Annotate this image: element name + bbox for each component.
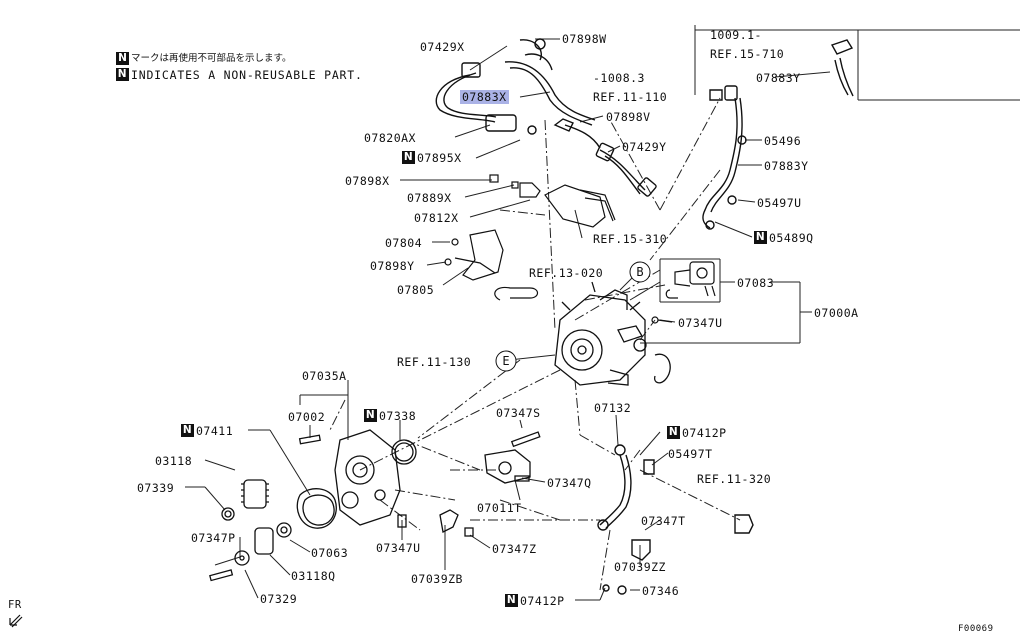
- part-label-07883x[interactable]: 07883X: [460, 90, 509, 104]
- part-label-07895x-text: 07895X: [417, 151, 462, 165]
- part-label-07000a[interactable]: 07000A: [814, 306, 859, 320]
- front-direction-label: FR: [8, 599, 22, 611]
- ref-range-label-2: 1009.1-: [710, 28, 762, 42]
- non-reusable-icon: N: [754, 231, 767, 244]
- part-label-07429y[interactable]: 07429Y: [622, 140, 667, 154]
- part-label-07347u-bottom[interactable]: 07347U: [376, 541, 421, 555]
- ref-range-label: -1008.3: [593, 71, 645, 85]
- part-label-07132[interactable]: 07132: [594, 401, 632, 415]
- part-label-07011t[interactable]: 07011T: [477, 501, 522, 515]
- note-japanese-text: マークは再使用不可部品を示します。: [131, 53, 292, 64]
- circle-marker-b-label: B: [636, 265, 643, 279]
- note-english-text: INDICATES A NON-REUSABLE PART.: [131, 68, 363, 82]
- part-label-07805[interactable]: 07805: [397, 283, 435, 297]
- part-label-07898y[interactable]: 07898Y: [370, 259, 415, 273]
- ref-label-11-110[interactable]: REF.11-110: [593, 90, 668, 104]
- part-label-07347u-right[interactable]: 07347U: [678, 316, 723, 330]
- part-label-07812x[interactable]: 07812X: [414, 211, 459, 225]
- part-label-07002[interactable]: 07002: [288, 410, 326, 424]
- non-reusable-icon: N: [181, 424, 194, 437]
- part-label-03118q[interactable]: 03118Q: [291, 569, 336, 583]
- non-reusable-icon: N: [402, 151, 415, 164]
- part-label-07883y[interactable]: 07883Y: [764, 159, 809, 173]
- circle-marker-e-label: E: [502, 354, 509, 368]
- part-label-07039zz[interactable]: 07039ZZ: [614, 560, 666, 574]
- ref-label-15-710[interactable]: REF.15-710: [710, 47, 785, 61]
- part-label-07883y-top[interactable]: 07883Y: [756, 71, 801, 85]
- part-label-07039zb[interactable]: 07039ZB: [411, 572, 463, 586]
- part-label-07889x[interactable]: 07889X: [407, 191, 452, 205]
- part-label-07412p-bottom-text: 07412P: [520, 594, 565, 608]
- part-label-07898x[interactable]: 07898X: [345, 174, 390, 188]
- part-label-07035a[interactable]: 07035A: [302, 369, 347, 383]
- part-label-07898w[interactable]: 07898W: [562, 32, 607, 46]
- part-label-07347q[interactable]: 07347Q: [547, 476, 592, 490]
- part-label-07804[interactable]: 07804: [385, 236, 423, 250]
- part-label-03118[interactable]: 03118: [155, 454, 193, 468]
- ref-label-13-020[interactable]: REF.13-020: [529, 266, 604, 280]
- part-label-07063[interactable]: 07063: [311, 546, 349, 560]
- non-reusable-icon: N: [116, 52, 129, 65]
- part-label-05497u[interactable]: 05497U: [757, 196, 802, 210]
- non-reusable-icon: N: [505, 594, 518, 607]
- ref-label-11-130[interactable]: REF.11-130: [397, 355, 472, 369]
- circle-marker-b: [629, 261, 651, 283]
- part-label-07339[interactable]: 07339: [137, 481, 175, 495]
- non-reusable-icon: N: [116, 68, 129, 81]
- part-label-07820ax[interactable]: 07820AX: [364, 131, 416, 145]
- ref-label-11-320[interactable]: REF.11-320: [697, 472, 772, 486]
- part-label-07412p-right-text: 07412P: [682, 426, 727, 440]
- part-label-05489q-text: 05489Q: [769, 231, 814, 245]
- part-label-07429x[interactable]: 07429X: [420, 40, 465, 54]
- part-label-07411-text: 07411: [196, 424, 234, 438]
- part-label-07347t[interactable]: 07347T: [641, 514, 686, 528]
- non-reusable-icon: N: [364, 409, 377, 422]
- figure-code: F00069: [958, 624, 994, 634]
- part-label-07347s[interactable]: 07347S: [496, 406, 541, 420]
- ref-label-15-310[interactable]: REF.15-310: [593, 232, 668, 246]
- non-reusable-icon: N: [667, 426, 680, 439]
- part-label-07347p[interactable]: 07347P: [191, 531, 236, 545]
- part-label-05497t[interactable]: 05497T: [668, 447, 713, 461]
- part-label-07347z[interactable]: 07347Z: [492, 542, 537, 556]
- part-label-07083[interactable]: 07083: [737, 276, 775, 290]
- part-label-07329[interactable]: 07329: [260, 592, 298, 606]
- part-label-07346[interactable]: 07346: [642, 584, 680, 598]
- part-label-07338-text: 07338: [379, 409, 417, 423]
- part-label-07898v[interactable]: 07898V: [606, 110, 651, 124]
- part-label-05496[interactable]: 05496: [764, 134, 802, 148]
- circle-marker-e: [495, 350, 517, 372]
